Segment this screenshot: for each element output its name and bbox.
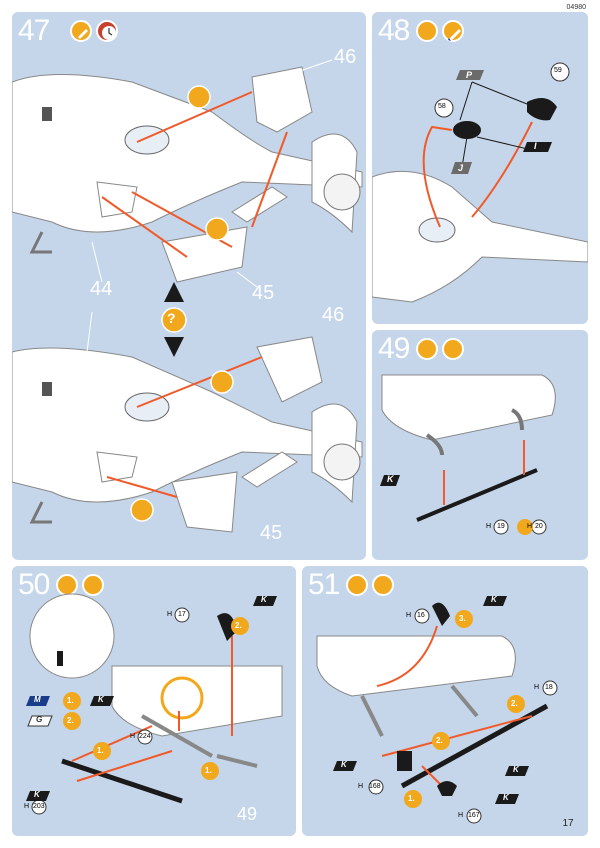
part-16-label: 16 xyxy=(417,612,425,619)
paint-k-chip: K xyxy=(261,595,267,604)
part-167-label: 167 xyxy=(468,812,480,819)
paint-j-chip: J xyxy=(458,163,464,173)
step-number: 47 xyxy=(18,14,50,47)
part-45-label: 45 xyxy=(260,522,283,544)
part-44-label: 44 xyxy=(90,278,113,300)
part-17-label: 17 xyxy=(178,611,186,618)
question-mark: ? xyxy=(167,310,176,326)
part-59-label: 59 xyxy=(554,67,562,74)
document-code: 04980 xyxy=(566,4,586,11)
part-58-label: 58 xyxy=(438,103,446,110)
order-1-label: 1. xyxy=(67,696,74,705)
step-48-panel: 48 58 59 P J I xyxy=(372,12,588,324)
glue-icon xyxy=(70,20,92,42)
step-50-panel: 50 1. 2. 2. 1. 1. M G K K K H 17 xyxy=(12,566,296,836)
paint-k-chip: K xyxy=(341,760,347,769)
h-prefix: H xyxy=(527,523,533,530)
reference-step-49: 49 xyxy=(237,804,258,824)
part-203-label: 203 xyxy=(33,803,45,810)
part-46-label: 46 xyxy=(322,304,345,326)
paint-k-chip: K xyxy=(491,595,497,604)
order-2-label: 2. xyxy=(235,621,242,630)
paint-k-chip: K xyxy=(98,695,104,704)
step-49-panel: 49 K H 19 H 20 xyxy=(372,330,588,560)
step-number: 50 xyxy=(18,568,50,601)
step-51-drawing xyxy=(316,596,558,824)
h-prefix: H xyxy=(486,523,492,530)
order-2-label: 2. xyxy=(436,736,443,745)
order-3-label: 3. xyxy=(459,614,466,623)
order-2-label: 2. xyxy=(511,699,518,708)
h-prefix: H xyxy=(167,611,173,618)
part-18-label: 18 xyxy=(545,684,553,691)
h-prefix: H xyxy=(130,733,136,740)
paint-k-chip: K xyxy=(387,474,394,484)
step-48-drawing xyxy=(372,62,588,303)
step-47-panel: 47 xyxy=(12,12,366,560)
part-224-label: 224 xyxy=(139,733,151,740)
paint-p-chip: P xyxy=(466,70,473,80)
page-number: 17 xyxy=(548,810,588,836)
order-1-label: 1. xyxy=(408,794,415,803)
paint-brush-icon xyxy=(82,574,104,596)
step-number: 48 xyxy=(378,14,410,47)
glue-icon xyxy=(346,574,368,596)
h-prefix: H xyxy=(24,803,30,810)
paint-i-chip: I xyxy=(534,141,537,151)
part-20-label: 20 xyxy=(535,523,543,530)
paint-g-chip: G xyxy=(36,715,43,724)
order-1-label: 1. xyxy=(205,766,212,775)
h-prefix: H xyxy=(458,812,464,819)
paint-brush-icon xyxy=(442,338,464,360)
paint-brush-icon xyxy=(372,574,394,596)
glue-icon xyxy=(416,20,438,42)
order-1-label: 1. xyxy=(97,746,104,755)
paint-k-chip: K xyxy=(513,765,519,774)
glue-icon xyxy=(416,338,438,360)
paint-k-chip: K xyxy=(503,793,509,802)
part-168-label: 168 xyxy=(369,783,381,790)
paint-brush-icon xyxy=(442,20,464,42)
part-46-label: 46 xyxy=(334,46,357,68)
part-45-label: 45 xyxy=(252,282,275,304)
part-19-label: 19 xyxy=(497,523,505,530)
clock-icon xyxy=(96,20,118,42)
step-50-drawing xyxy=(26,593,283,815)
h-prefix: H xyxy=(534,684,540,691)
step-47-drawing xyxy=(12,59,363,533)
step-number: 49 xyxy=(378,332,410,365)
paint-m-chip: M xyxy=(34,695,41,704)
paint-k-chip: K xyxy=(34,790,40,799)
order-2-label: 2. xyxy=(67,716,74,725)
h-prefix: H xyxy=(406,612,412,619)
step-49-drawing xyxy=(380,374,556,535)
step-number: 51 xyxy=(308,568,340,601)
step-51-panel: 51 3. 2. 2. 1. K K K K H 16 H 18 H 168 H… xyxy=(302,566,588,836)
h-prefix: H xyxy=(358,783,364,790)
